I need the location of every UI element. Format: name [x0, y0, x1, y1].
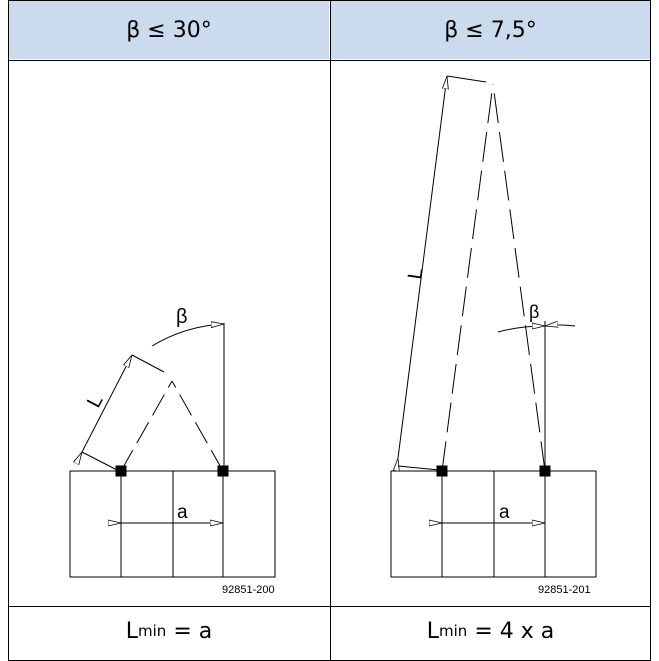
header-left-condition: β ≤ 30°: [9, 1, 329, 59]
left-node-2: [217, 465, 229, 477]
left-formula-L: L: [125, 618, 139, 644]
right-beta-arc: [497, 326, 545, 333]
right-L-dimension: [398, 76, 447, 458]
left-formula-rhs: = a: [166, 618, 213, 644]
right-a-label: a: [499, 502, 510, 523]
right-formula-sub: min: [439, 622, 468, 640]
left-leg-2: [171, 380, 224, 472]
left-beta-label: β: [176, 306, 188, 328]
left-diagram: [69, 323, 276, 578]
left-beta-arc: [151, 324, 224, 347]
left-a-label: a: [177, 502, 188, 523]
right-leg-2: [492, 83, 546, 472]
left-L-dimension: [82, 355, 133, 452]
right-formula-rhs: = 4 x a: [467, 618, 555, 644]
right-diagram: [390, 75, 597, 578]
right-node-1: [436, 465, 448, 477]
right-L-label: L: [404, 267, 427, 281]
right-node-2: [539, 465, 551, 477]
right-formula-L: L: [426, 618, 440, 644]
right-leg-1: [441, 83, 494, 472]
left-node-1: [115, 465, 127, 477]
left-ref-code: 92851-200: [222, 584, 275, 596]
left-formula-sub: min: [138, 622, 167, 640]
header-right-condition: β ≤ 7,5°: [331, 1, 650, 59]
right-beta-label: β: [529, 302, 539, 322]
right-ref-code: 92851-201: [538, 584, 591, 596]
